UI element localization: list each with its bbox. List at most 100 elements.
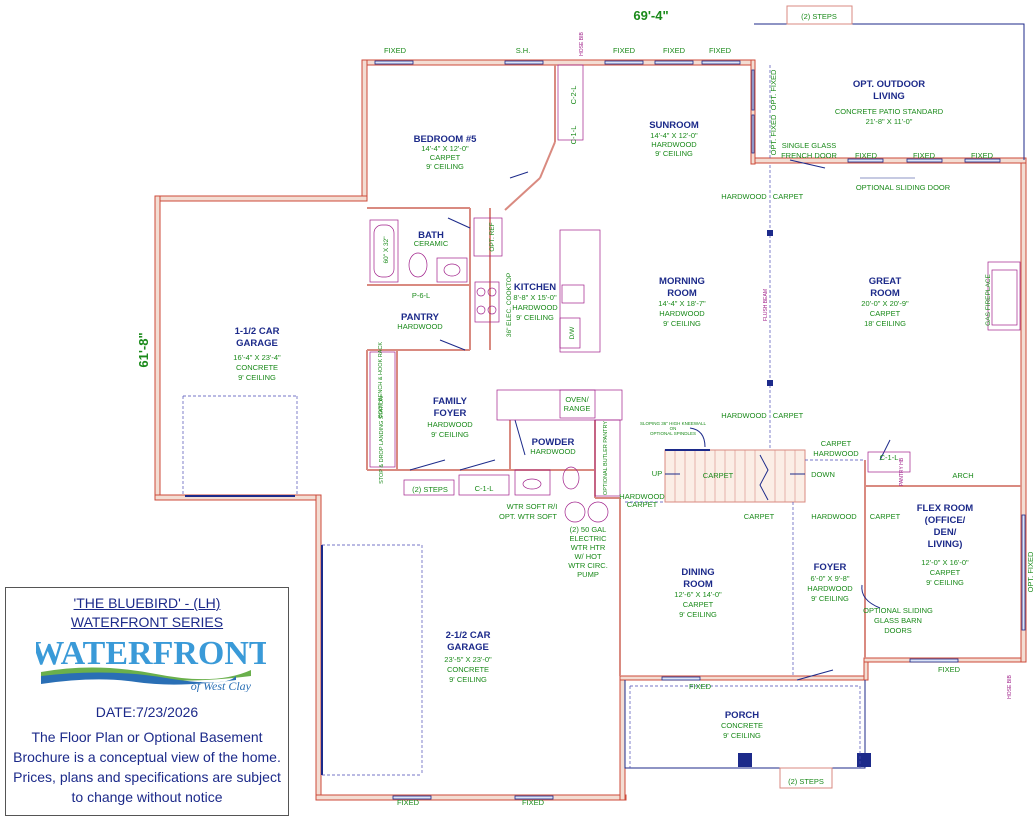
- logo-subtext: of West Clay: [191, 679, 252, 692]
- svg-text:KITCHEN: KITCHEN: [514, 282, 556, 293]
- svg-text:1-1/2 CAR: 1-1/2 CAR: [235, 326, 280, 337]
- svg-text:18' CEILING: 18' CEILING: [864, 319, 906, 328]
- room-powder: POWDER HARDWOOD: [530, 437, 576, 456]
- svg-text:GAS FIREPLACE: GAS FIREPLACE: [985, 274, 992, 326]
- room-dining: DINING ROOM 12'-6" X 14'-0" CARPET 9' CE…: [674, 567, 722, 619]
- svg-text:OPT. WTR SOFT: OPT. WTR SOFT: [499, 512, 557, 521]
- plan-date: DATE:7/23/2026: [95, 704, 199, 720]
- svg-text:8'-8" X 15'-0": 8'-8" X 15'-0": [513, 293, 557, 302]
- svg-text:16'-4" X 23'-4": 16'-4" X 23'-4": [233, 353, 281, 362]
- area-divisions: [625, 65, 865, 676]
- svg-text:MORNING: MORNING: [659, 276, 705, 287]
- patio-outline: [624, 5, 1025, 789]
- misc-labels: SINGLE GLASS FRENCH DOOR OPTIONAL SLIDIN…: [378, 32, 1013, 699]
- steps-label: (2) STEPS: [788, 777, 824, 786]
- room-garage1: 1-1/2 CAR GARAGE 16'-4" X 23'-4" CONCRET…: [233, 326, 281, 382]
- steps-label: (2) STEPS: [801, 12, 837, 21]
- svg-text:C-1-L: C-1-L: [475, 484, 494, 493]
- svg-text:STOP & DROP LANDING STATION: STOP & DROP LANDING STATION: [379, 396, 385, 484]
- svg-text:(2) 50 GAL: (2) 50 GAL: [570, 525, 607, 534]
- svg-text:HARDWOOD: HARDWOOD: [721, 192, 767, 201]
- svg-text:CARPET: CARPET: [744, 512, 775, 521]
- series-title: WATERFRONT SERIES: [70, 614, 224, 630]
- stair: [664, 427, 806, 503]
- svg-text:OPT. REF: OPT. REF: [489, 222, 496, 251]
- svg-text:HARDWOOD: HARDWOOD: [397, 322, 443, 331]
- svg-text:ARCH: ARCH: [952, 471, 973, 480]
- room-outdoor: OPT. OUTDOOR LIVING CONCRETE PATIO STAND…: [835, 79, 944, 126]
- svg-text:CARPET: CARPET: [821, 439, 852, 448]
- svg-text:9' CEILING: 9' CEILING: [663, 319, 701, 328]
- svg-text:CONCRETE PATIO STANDARD: CONCRETE PATIO STANDARD: [835, 107, 944, 116]
- window-label: FIXED: [663, 46, 686, 55]
- svg-text:FLEX ROOM: FLEX ROOM: [917, 503, 974, 514]
- window-labels: FIXED S.H. FIXED FIXED FIXED FIXED FIXED…: [384, 46, 1035, 807]
- window-label: FIXED: [971, 151, 994, 160]
- svg-text:PUMP: PUMP: [577, 570, 599, 579]
- svg-text:DINING: DINING: [681, 567, 714, 578]
- svg-text:LIVING: LIVING: [873, 91, 905, 102]
- svg-text:POWDER: POWDER: [532, 437, 575, 448]
- svg-text:GARAGE: GARAGE: [447, 642, 489, 653]
- svg-text:HARDWOOD: HARDWOOD: [427, 420, 473, 429]
- svg-text:SINGLE GLASS: SINGLE GLASS: [782, 141, 837, 150]
- svg-text:HARDWOOD: HARDWOOD: [512, 303, 558, 312]
- svg-text:CARPET: CARPET: [430, 153, 461, 162]
- legend-box: 'THE BLUEBIRD' - (LH) WATERFRONT SERIES …: [5, 587, 289, 816]
- svg-text:HARDWOOD: HARDWOOD: [721, 411, 767, 420]
- svg-text:SLOPING 36" HIGH KNEEWALL: SLOPING 36" HIGH KNEEWALL: [640, 421, 706, 426]
- svg-text:CARPET: CARPET: [703, 471, 734, 480]
- svg-text:CARPET: CARPET: [773, 411, 804, 420]
- window-label: FIXED: [689, 682, 712, 691]
- svg-text:SUNROOM: SUNROOM: [649, 120, 699, 131]
- room-foyer: FOYER 6'-0" X 9'-8" HARDWOOD 9' CEILING: [807, 562, 853, 603]
- svg-text:FOYER: FOYER: [434, 408, 467, 419]
- svg-text:C-1-L: C-1-L: [569, 126, 578, 145]
- svg-text:60" X 32": 60" X 32": [383, 236, 390, 264]
- svg-text:2-1/2 CAR: 2-1/2 CAR: [446, 630, 491, 641]
- doors: [409, 159, 891, 681]
- window-label: S.H.: [516, 46, 531, 55]
- svg-text:BATH: BATH: [418, 230, 444, 241]
- logo-text: WATERFRONT: [36, 635, 266, 672]
- window-label: FIXED: [855, 151, 878, 160]
- svg-text:FOYER: FOYER: [814, 562, 847, 573]
- svg-text:9' CEILING: 9' CEILING: [655, 149, 693, 158]
- svg-text:C-2-L: C-2-L: [569, 86, 578, 105]
- svg-text:20'-0" X 20'-9": 20'-0" X 20'-9": [861, 299, 909, 308]
- svg-text:9' CEILING: 9' CEILING: [426, 162, 464, 171]
- svg-text:9' CEILING: 9' CEILING: [238, 373, 276, 382]
- svg-text:DOORS: DOORS: [884, 626, 912, 635]
- floor-material-labels: HARDWOOD CARPET HARDWOOD CARPET CARPET H…: [619, 192, 900, 521]
- room-kitchen: KITCHEN 8'-8" X 15'-0" HARDWOOD 9' CEILI…: [512, 282, 558, 322]
- svg-text:CARPET: CARPET: [870, 309, 901, 318]
- svg-text:FLUSH BEAM: FLUSH BEAM: [763, 289, 769, 321]
- window-label: FIXED: [613, 46, 636, 55]
- svg-text:ROOM: ROOM: [683, 579, 713, 590]
- svg-text:ROOM: ROOM: [870, 288, 900, 299]
- svg-text:21'-8" X 11'-0": 21'-8" X 11'-0": [866, 117, 913, 126]
- svg-text:14'-4" X 12'-0": 14'-4" X 12'-0": [421, 144, 469, 153]
- svg-text:(OFFICE/: (OFFICE/: [925, 515, 966, 526]
- window-label: FIXED: [397, 798, 420, 807]
- svg-text:WTR HTR: WTR HTR: [571, 543, 606, 552]
- window-label: FIXED: [913, 151, 936, 160]
- svg-text:HOSE BIB: HOSE BIB: [1007, 675, 1013, 699]
- window-label: FIXED: [709, 46, 732, 55]
- svg-text:HARDWOOD: HARDWOOD: [813, 449, 859, 458]
- svg-text:HARDWOOD: HARDWOOD: [659, 309, 705, 318]
- room-pantry: PANTRY HARDWOOD: [397, 312, 443, 331]
- disclaimer: The Floor Plan or Optional Basement Broc…: [13, 729, 281, 805]
- svg-text:9' CEILING: 9' CEILING: [926, 578, 964, 587]
- svg-text:BEDROOM #5: BEDROOM #5: [414, 134, 478, 145]
- window-label: FIXED: [522, 798, 545, 807]
- room-porch: PORCH CONCRETE 9' CEILING: [721, 710, 763, 740]
- svg-text:DEN/: DEN/: [934, 527, 957, 538]
- svg-text:UP: UP: [652, 469, 662, 478]
- svg-text:OPTIONAL BUTLER PANTRY: OPTIONAL BUTLER PANTRY: [603, 421, 609, 495]
- svg-text:6'-0" X 9'-8": 6'-0" X 9'-8": [810, 574, 849, 583]
- window-label: OPT. FIXED: [769, 69, 778, 110]
- svg-text:GARAGE: GARAGE: [236, 338, 278, 349]
- window-label: OPT. FIXED: [769, 114, 778, 155]
